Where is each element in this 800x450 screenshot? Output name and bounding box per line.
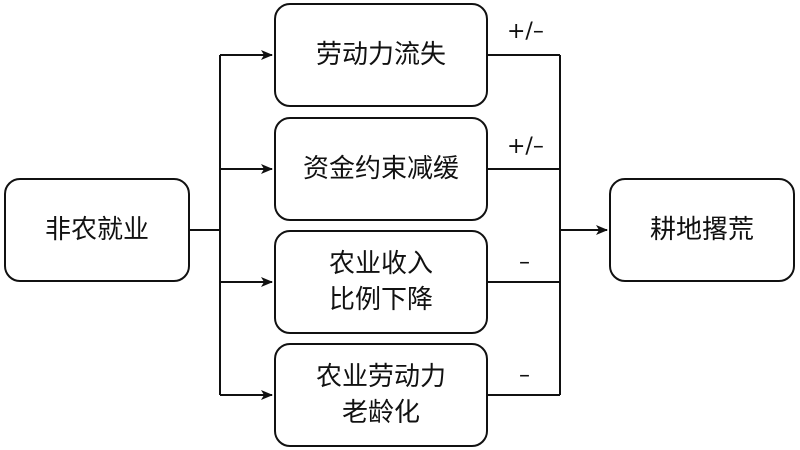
mediator-1-line-1: 劳动力流失: [315, 40, 446, 70]
node-farm-income-share-decline: 农业收入 比例下降: [274, 230, 488, 334]
mediator-2-line-1: 资金约束减缓: [302, 154, 459, 184]
effect-sign-mediator-3: –: [519, 250, 530, 275]
mediator-3-line-1: 农业收入: [328, 249, 433, 279]
node-capital-constraint-relief: 资金约束减缓: [274, 117, 488, 221]
node-target-label: 耕地撂荒: [649, 215, 754, 245]
effect-sign-mediator-2: +/–: [507, 134, 544, 159]
effect-sign-mediator-4: –: [519, 363, 530, 388]
mediator-3-line-2: 比例下降: [328, 285, 433, 315]
node-farm-labor-aging: 农业劳动力 老龄化: [274, 343, 488, 447]
node-labor-loss: 劳动力流失: [274, 3, 488, 107]
node-non-farm-employment: 非农就业: [4, 178, 190, 282]
mediator-4-line-2: 老龄化: [341, 398, 420, 428]
node-source-label: 非农就业: [44, 215, 149, 245]
node-farmland-abandonment: 耕地撂荒: [609, 178, 795, 282]
effect-sign-mediator-1: +/–: [507, 19, 544, 44]
mediator-4-line-1: 农业劳动力: [315, 362, 446, 392]
